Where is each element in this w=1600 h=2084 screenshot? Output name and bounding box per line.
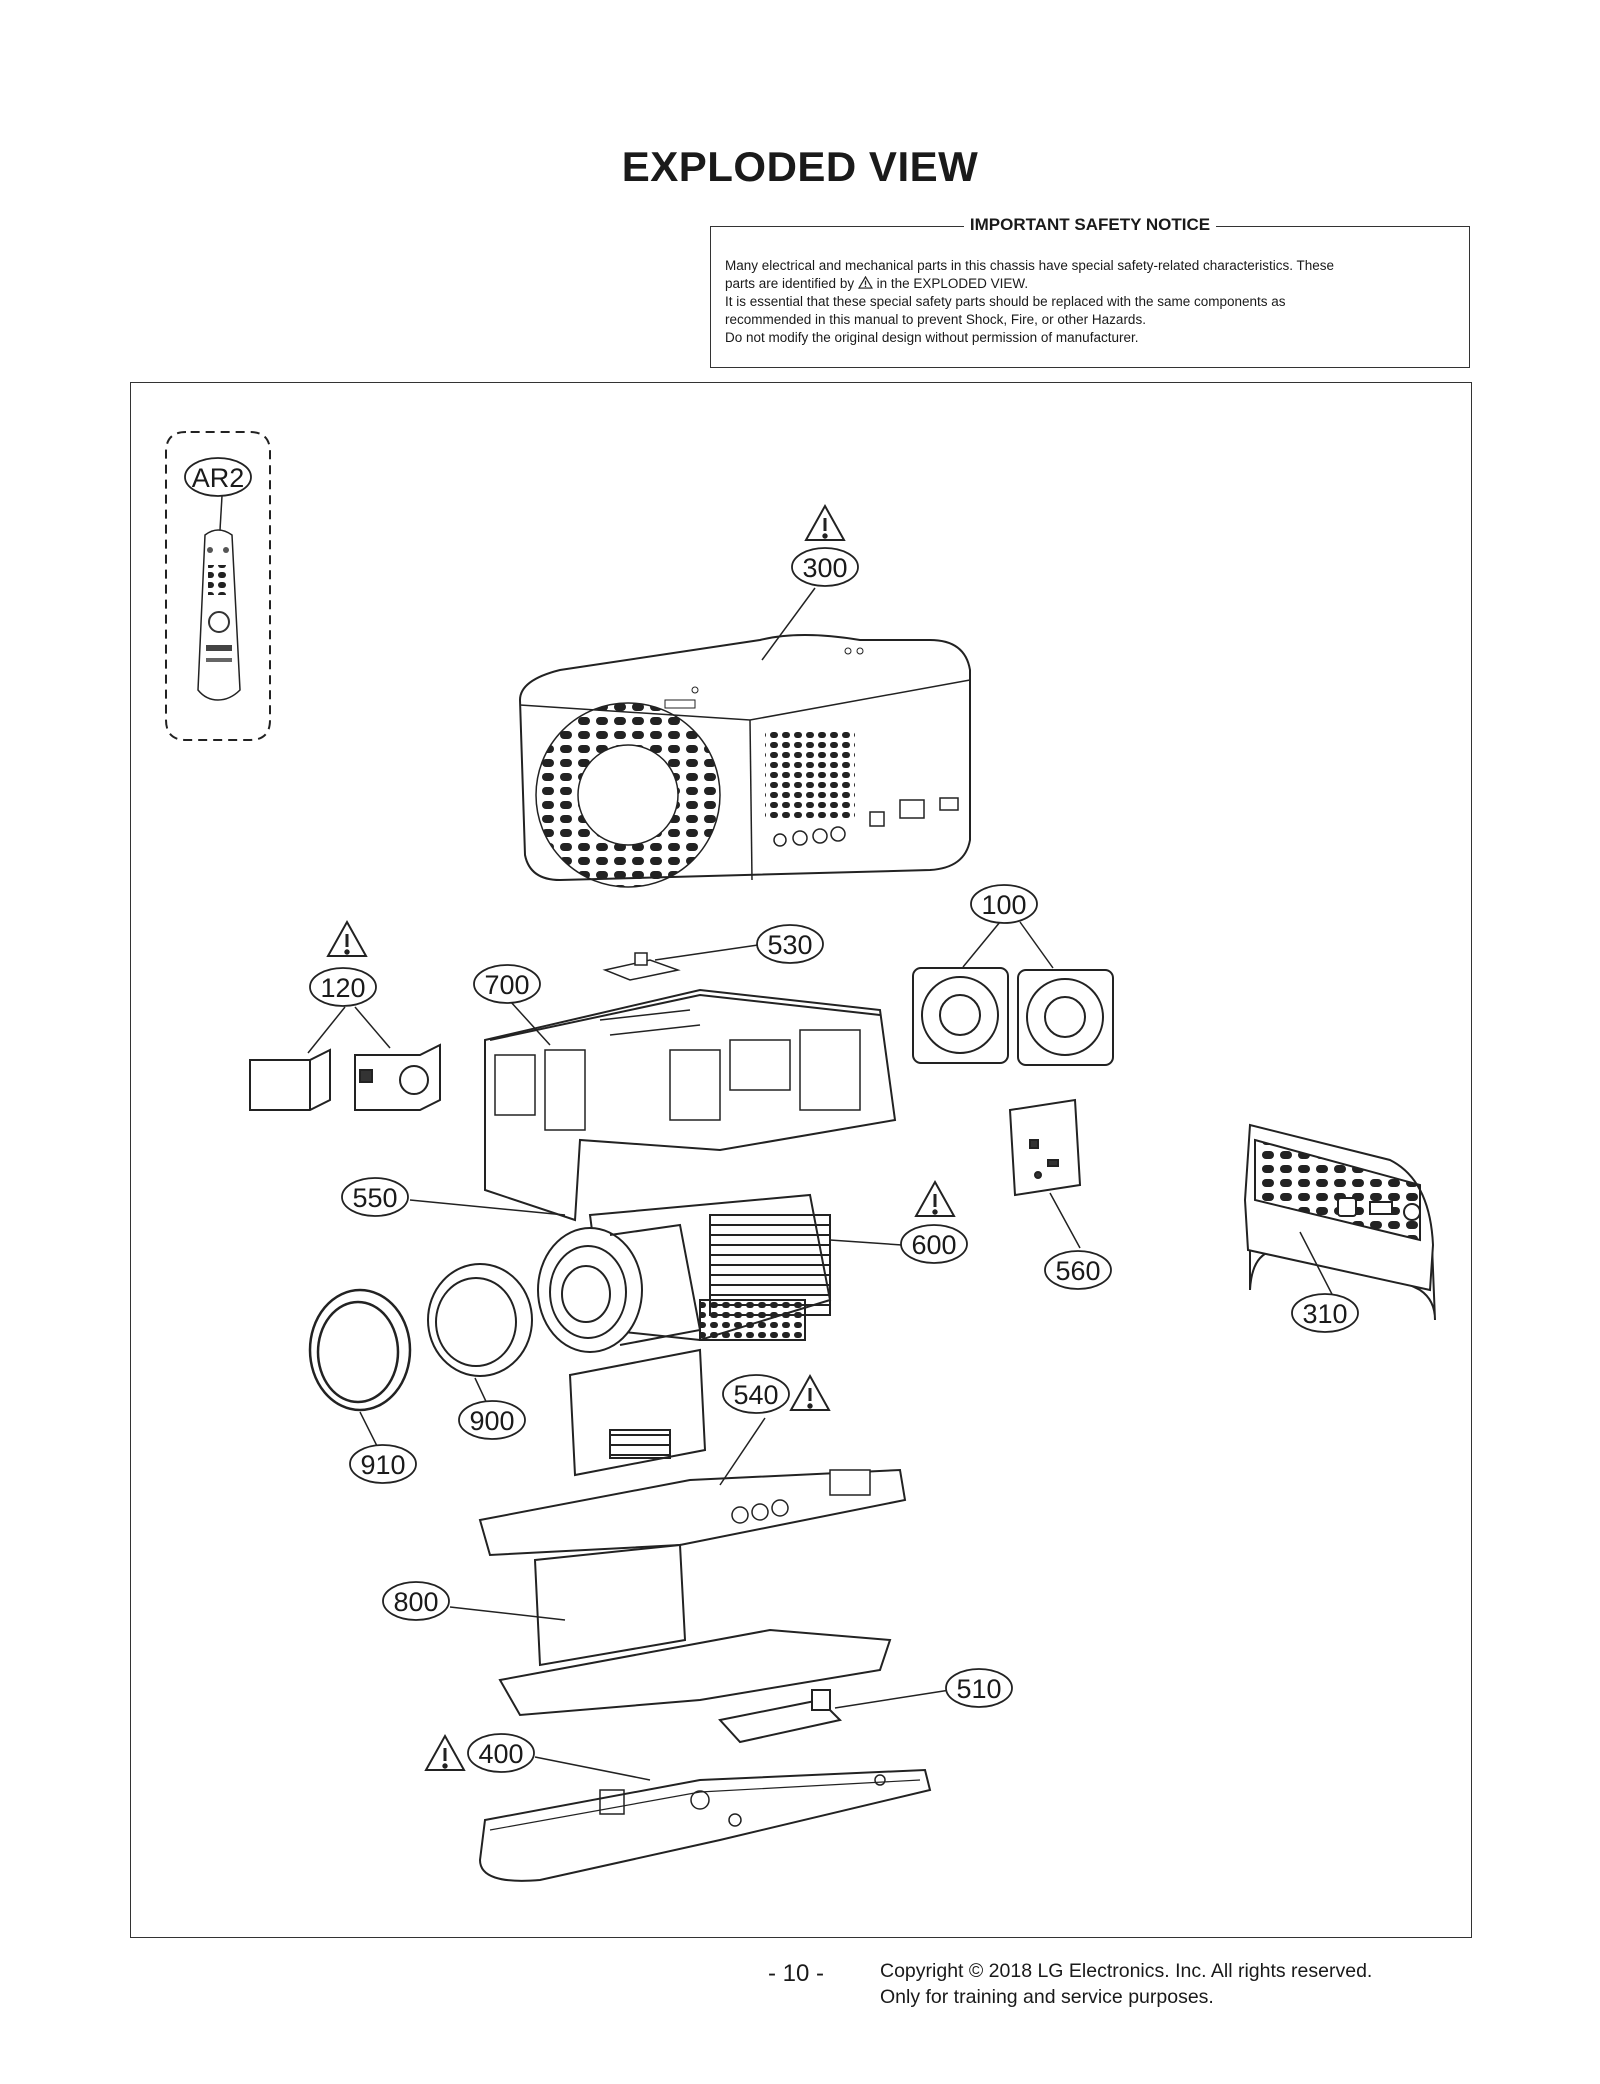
callout-550: 550 xyxy=(352,1183,397,1213)
page-title: EXPLODED VIEW xyxy=(621,143,979,190)
callout-560: 560 xyxy=(1055,1256,1100,1286)
page-number: - 10 - xyxy=(768,1960,825,1987)
callout-530: 530 xyxy=(767,930,812,960)
main-board-540 xyxy=(478,1348,907,1557)
notice-line: It is essential that these special safet… xyxy=(725,294,1286,309)
callout-600: 600 xyxy=(911,1230,956,1260)
warning-triangle-icon xyxy=(424,1734,466,1772)
callout-800: 800 xyxy=(393,1587,438,1617)
remote-control-part xyxy=(165,431,271,741)
callout-labels xyxy=(309,504,1359,1773)
warning-triangle-icon xyxy=(326,920,368,958)
safety-notice-box: IMPORTANT SAFETY NOTICE Many electrical … xyxy=(710,215,1470,368)
safety-notice-body: Many electrical and mechanical parts in … xyxy=(725,257,1455,347)
exploded-view-frame xyxy=(130,382,1472,1938)
safety-notice-heading: IMPORTANT SAFETY NOTICE xyxy=(963,215,1217,234)
callout-540: 540 xyxy=(733,1380,778,1410)
callout-300: 300 xyxy=(802,553,847,583)
top-cover-part xyxy=(518,587,971,888)
copyright-line: Copyright © 2018 LG Electronics. Inc. Al… xyxy=(880,1960,1373,1982)
callout-510: 510 xyxy=(956,1674,1001,1704)
callout-310: 310 xyxy=(1302,1299,1347,1329)
main-frame-part xyxy=(484,988,897,1222)
shield-plate-800 xyxy=(449,1543,892,1717)
lens-ring-900 xyxy=(427,1263,533,1411)
notice-line: recommended in this manual to prevent Sh… xyxy=(725,312,1146,327)
warning-triangle-icon xyxy=(857,276,873,289)
lens-cover-910 xyxy=(308,1288,412,1449)
callout-numbers: AR2 300 100 530 120 700 550 600 560 310 … xyxy=(192,463,1348,1769)
warning-triangle-icon xyxy=(914,1180,956,1218)
callout-910: 910 xyxy=(360,1450,405,1480)
callout-700: 700 xyxy=(484,970,529,1000)
notice-line: parts are identified by in the EXPLODED … xyxy=(725,276,1029,291)
board-part-510 xyxy=(718,1689,951,1744)
callout-900: 900 xyxy=(469,1406,514,1436)
notice-line: Many electrical and mechanical parts in … xyxy=(725,258,1335,273)
optical-engine-part xyxy=(409,1193,903,1353)
bottom-cover-part xyxy=(478,1756,932,1882)
warning-triangle-icon xyxy=(789,1374,831,1412)
notice-line: Do not modify the original design withou… xyxy=(725,330,1139,345)
fan-parts xyxy=(912,921,1114,1066)
warning-triangle-icon xyxy=(804,504,846,542)
callout-ar2: AR2 xyxy=(192,463,245,493)
board-part-560 xyxy=(1008,1098,1082,1249)
switch-part-530 xyxy=(602,944,759,981)
part-120 xyxy=(249,1006,441,1111)
callout-120: 120 xyxy=(320,973,365,1003)
purpose-line: Only for training and service purposes. xyxy=(880,1986,1214,2008)
callout-400: 400 xyxy=(478,1739,523,1769)
copyright-notice: Copyright © 2018 LG Electronics. Inc. Al… xyxy=(880,1958,1372,2010)
callout-100: 100 xyxy=(981,890,1026,920)
rear-cover-part xyxy=(1243,1123,1436,1321)
